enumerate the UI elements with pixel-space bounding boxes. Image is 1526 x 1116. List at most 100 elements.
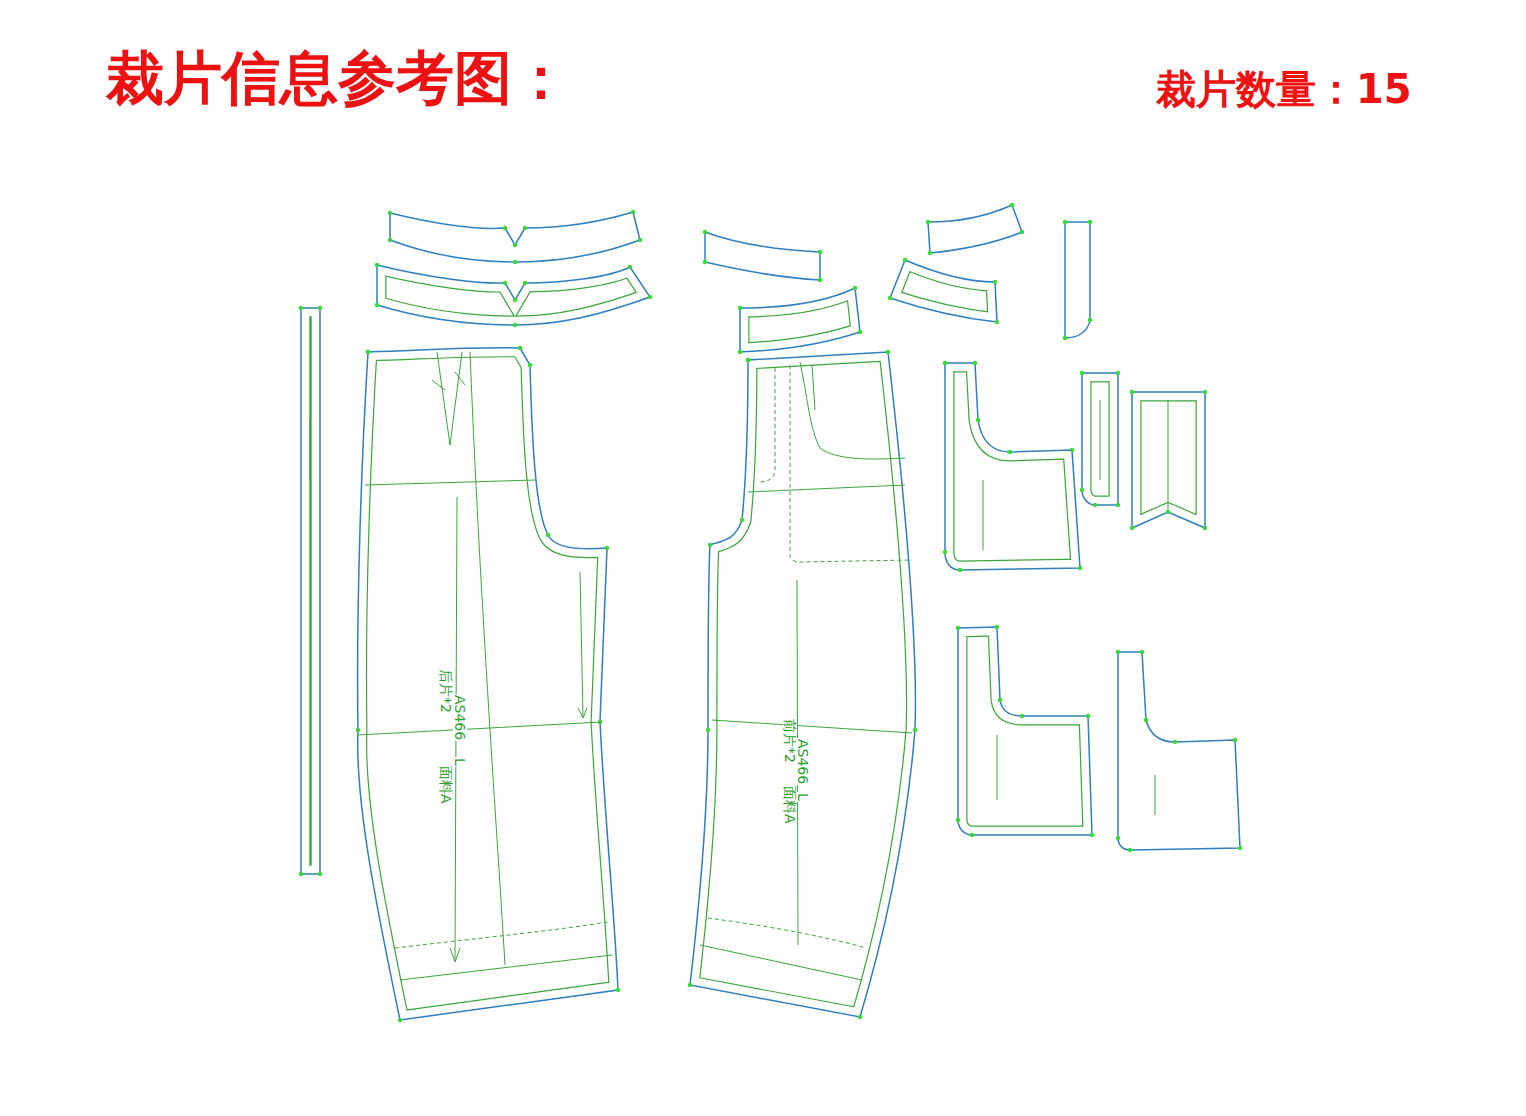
corner-dot: [703, 260, 707, 264]
cut-line: [1065, 222, 1090, 338]
corner-dot: [513, 260, 517, 264]
corner-dot: [513, 298, 517, 302]
seam-line: [958, 627, 1092, 835]
piece-label: L: [453, 757, 467, 767]
corner-dot: [1086, 714, 1090, 718]
corner-dot: [1008, 450, 1012, 454]
corner-dot: [1010, 203, 1014, 207]
seam-line: [690, 352, 915, 1017]
corner-dot: [995, 625, 999, 629]
piece-label: AS466: [796, 738, 810, 785]
corner-dot: [706, 728, 710, 732]
piece-fill: [890, 260, 997, 322]
pattern-line: [800, 362, 905, 459]
seam-line: [301, 308, 320, 874]
piece-label: 前片*2: [783, 718, 797, 764]
corner-dot: [523, 281, 527, 285]
pattern-piece: 后片*2AS466L面料A: [350, 340, 630, 1030]
corner-dot: [513, 243, 517, 247]
seam-line: [1082, 373, 1118, 505]
corner-dot: [605, 546, 609, 550]
corner-dot: [858, 1015, 862, 1019]
corner-dot: [1233, 738, 1237, 742]
small-piece: [1130, 390, 1207, 530]
piece-fill: [1065, 222, 1090, 338]
pattern-line: [365, 480, 535, 485]
cut-line: [945, 363, 1080, 570]
pattern-line: [997, 735, 998, 800]
seam-line: [740, 288, 860, 352]
corner-dot: [738, 350, 742, 354]
corner-dot: [648, 295, 652, 299]
piece-count: 裁片数量：15: [1156, 62, 1412, 117]
corner-dot: [503, 226, 507, 230]
corner-dot: [366, 350, 370, 354]
small-piece: [926, 203, 1024, 255]
corner-dot: [1238, 846, 1242, 850]
piece-fill: [301, 308, 320, 874]
piece-fill: [1118, 652, 1240, 850]
seam-gap: [690, 352, 915, 1017]
piece-fill: [1132, 392, 1205, 528]
cut-line: [358, 348, 618, 1020]
piece-label: 面料A: [439, 765, 453, 805]
corner-dot: [1203, 390, 1207, 394]
corner-dot: [738, 306, 742, 310]
corner-dot: [1093, 503, 1097, 507]
corner-dot: [1070, 448, 1074, 452]
corner-dot: [1144, 718, 1148, 722]
corner-dot: [1088, 318, 1092, 322]
seam-line: [1132, 392, 1205, 528]
piece-label: 后片*2: [439, 668, 453, 714]
pattern-line: [432, 380, 445, 390]
piece-fill: [958, 627, 1092, 835]
cut-line: [958, 627, 1092, 835]
small-piece: [1080, 371, 1120, 507]
pattern-line: [580, 572, 583, 718]
seam-gap: [945, 363, 1080, 570]
corner-dot: [970, 833, 974, 837]
corner-dot: [995, 320, 999, 324]
corner-dot: [740, 518, 744, 522]
corner-dot: [388, 238, 392, 242]
pattern-line: [983, 480, 984, 550]
corner-dot: [1116, 836, 1120, 840]
cut-line: [740, 288, 860, 352]
corner-dot: [1173, 740, 1177, 744]
corner-dot: [1020, 714, 1024, 718]
corner-dot: [1080, 371, 1084, 375]
corner-dot: [1130, 526, 1134, 530]
corner-dot: [708, 543, 712, 547]
corner-dot: [318, 872, 322, 876]
piece-fill: [740, 288, 860, 352]
seam-gap: [301, 308, 320, 874]
piece-fill: [705, 232, 820, 280]
corner-dot: [388, 211, 392, 215]
corner-dot: [818, 250, 822, 254]
small-piece: [375, 263, 652, 327]
piece-fill: [377, 265, 650, 325]
corner-dot: [1063, 220, 1067, 224]
corner-dot: [853, 286, 857, 290]
pattern-line: [1168, 400, 1169, 510]
corner-dot: [888, 296, 892, 300]
seam-gap: [1132, 392, 1205, 528]
pattern-line: [1100, 400, 1101, 480]
corner-dot: [398, 1018, 402, 1022]
corner-dot: [503, 281, 507, 285]
corner-dot: [1116, 503, 1120, 507]
pattern-line: [578, 708, 587, 718]
pattern-line: [450, 948, 460, 962]
small-piece: [738, 286, 862, 354]
corner-dot: [1116, 650, 1120, 654]
corner-dot: [1203, 526, 1207, 530]
corner-dot: [1020, 230, 1024, 234]
corner-dot: [366, 350, 370, 354]
seam-line: [358, 348, 618, 1020]
corner-dot: [943, 361, 947, 365]
corner-dot: [628, 265, 632, 269]
cut-line: [301, 308, 320, 874]
corner-dot: [616, 988, 620, 992]
corner-dot: [518, 346, 522, 350]
pattern-line: [455, 372, 465, 385]
